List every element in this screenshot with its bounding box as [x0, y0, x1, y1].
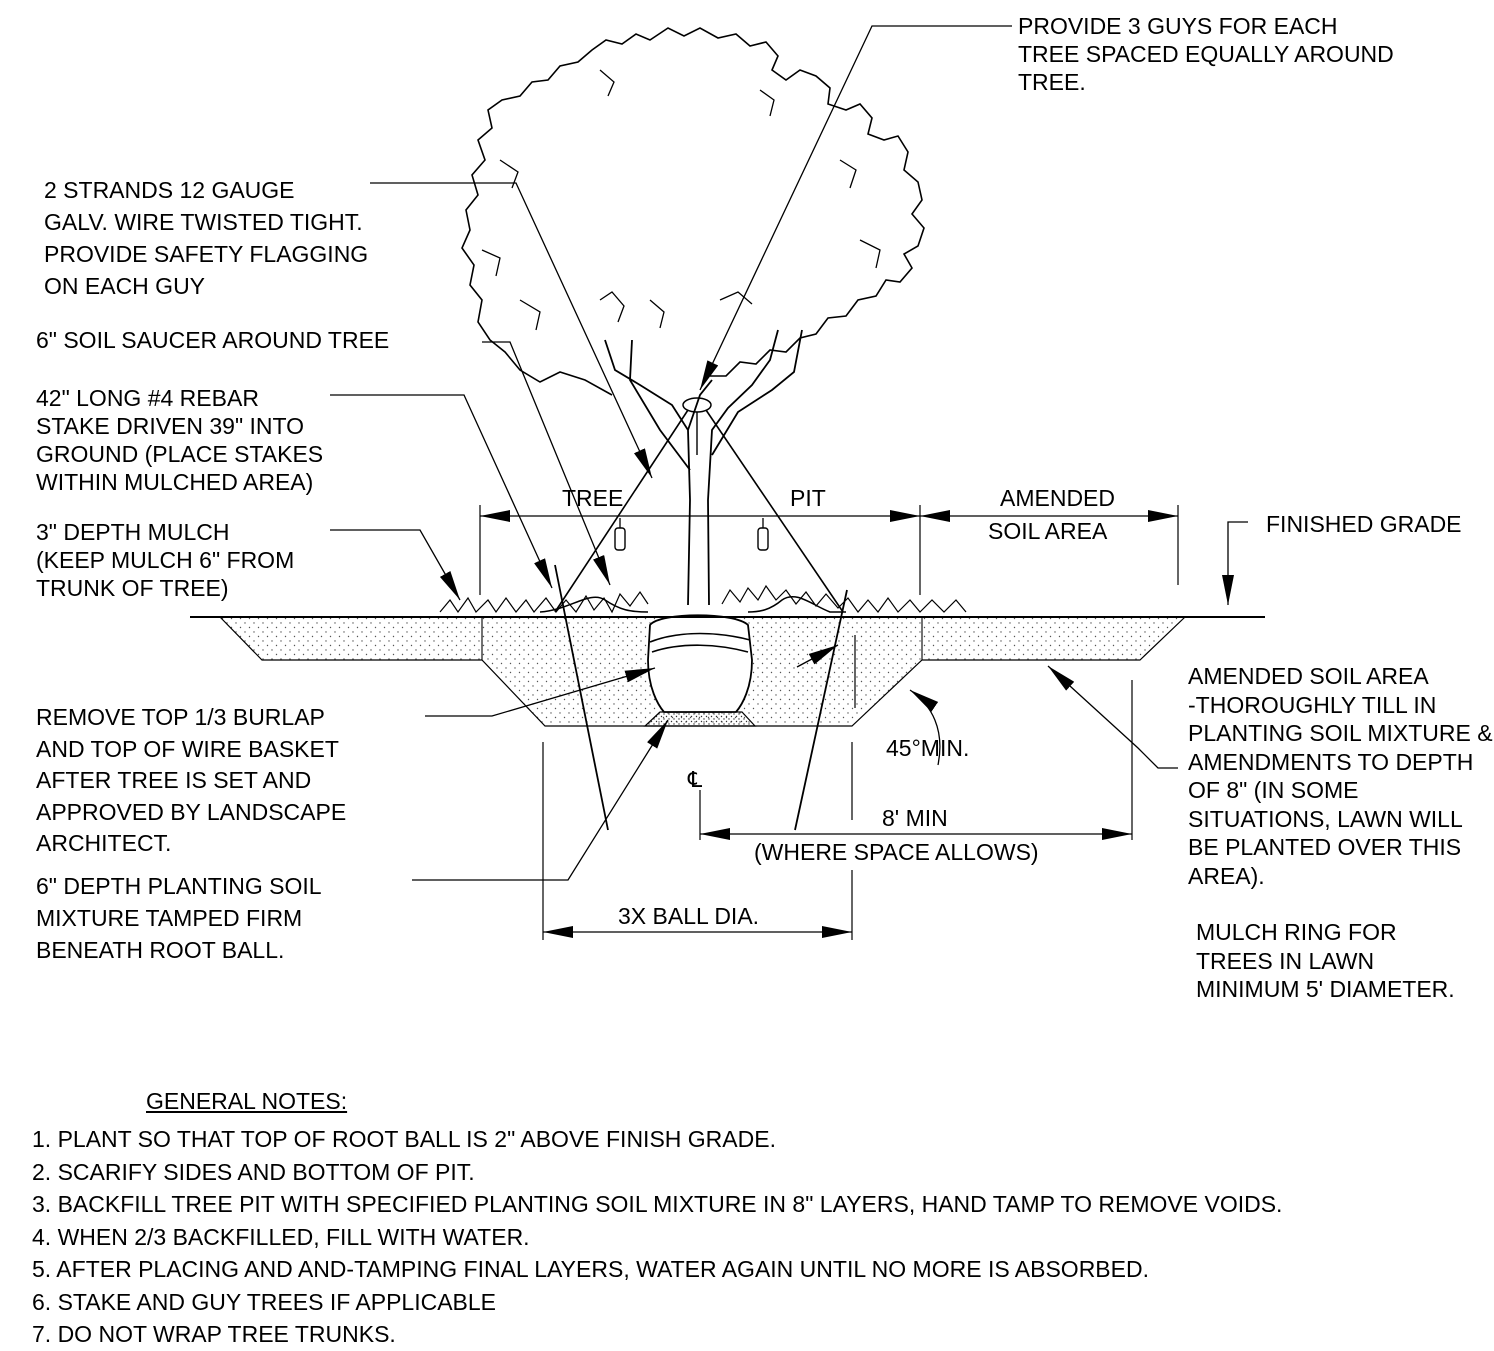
centerline-symbol: ℄ — [688, 768, 703, 793]
callout-burlap-line: REMOVE TOP 1/3 BURLAP — [36, 704, 325, 730]
general-note: 3. BACKFILL TREE PIT WITH SPECIFIED PLAN… — [32, 1191, 1283, 1217]
root-ball — [648, 615, 752, 712]
callout-guys-line: PROVIDE 3 GUYS FOR EACH — [1018, 13, 1338, 39]
leader-planting-soil — [412, 720, 668, 880]
leader-saucer — [482, 342, 610, 585]
callout-mulch-line: 3" DEPTH MULCH — [36, 519, 230, 545]
general-note: 6. STAKE AND GUY TREES IF APPLICABLE — [32, 1288, 497, 1315]
planting-detail-drawing — [0, 0, 1494, 1245]
callout-mulch-line: TRUNK OF TREE) — [36, 575, 229, 601]
callout-amended-area-line: PLANTING SOIL MIXTURE & — [1188, 720, 1493, 746]
leader-rebar — [330, 395, 552, 588]
callout-wire-line: PROVIDE SAFETY FLAGGING — [44, 241, 369, 267]
dim-label-8ft: 8' MIN — [882, 805, 948, 831]
dim-label-amended: AMENDED — [1000, 485, 1116, 511]
callout-rebar-line: 42" LONG #4 REBAR — [36, 385, 259, 411]
safety-flag-left — [615, 528, 625, 550]
callout-guys: PROVIDE 3 GUYS FOR EACH TREE SPACED EQUA… — [1018, 12, 1394, 96]
rebar-stake-left — [555, 565, 608, 830]
dim-label-space: (WHERE SPACE ALLOWS) — [754, 839, 1039, 865]
leader-guys — [700, 26, 1012, 390]
rebar-stake-right — [795, 590, 847, 830]
callout-amended-area-line: AMENDED SOIL AREA — [1188, 663, 1429, 689]
callout-rebar-line: STAKE DRIVEN 39" INTO — [36, 413, 305, 439]
general-notes-title: GENERAL NOTES: — [146, 1088, 348, 1114]
dim-label-angle: 45°MIN. — [886, 735, 970, 761]
leader-burlap — [425, 668, 655, 716]
callout-amended-area-line: AMENDMENTS TO DEPTH — [1188, 748, 1474, 775]
tree-canopy — [462, 28, 924, 395]
callout-burlap-line: AND TOP OF WIRE BASKET — [36, 735, 339, 762]
callout-mulch: 3" DEPTH MULCH (KEEP MULCH 6" FROM TRUNK… — [36, 518, 294, 602]
leader-mulch — [330, 530, 460, 600]
callout-planting-soil-line: 6" DEPTH PLANTING SOIL — [36, 873, 322, 899]
callout-guys-line: TREE. — [1018, 69, 1086, 95]
callout-wire-line: GALV. WIRE TWISTED TIGHT. — [44, 209, 363, 235]
callout-burlap-line: ARCHITECT. — [36, 830, 172, 856]
callout-mulch-ring-line: MINIMUM 5' DIAMETER. — [1196, 976, 1455, 1002]
callout-amended-area-line: OF 8" (IN SOME — [1188, 777, 1359, 803]
callout-wire: 2 STRANDS 12 GAUGE GALV. WIRE TWISTED TI… — [44, 174, 368, 302]
callout-planting-soil-line: MIXTURE TAMPED FIRM — [36, 905, 303, 931]
callout-planting-soil: 6" DEPTH PLANTING SOIL MIXTURE TAMPED FI… — [36, 870, 322, 966]
dim-label-soil-area: SOIL AREA — [988, 518, 1108, 544]
callout-mulch-ring: MULCH RING FOR TREES IN LAWN MINIMUM 5' … — [1196, 918, 1455, 1004]
callout-wire-line: ON EACH GUY — [44, 273, 206, 299]
planting-soil-layer — [645, 712, 755, 726]
callout-mulch-line: (KEEP MULCH 6" FROM — [36, 547, 295, 573]
general-note: 4. WHEN 2/3 BACKFILLED, FILL WITH WATER. — [32, 1223, 530, 1250]
leader-wire — [370, 183, 652, 478]
mulch-layer-right — [722, 586, 966, 612]
callout-finished-grade-line: FINISHED GRADE — [1266, 511, 1462, 537]
callout-burlap-line: APPROVED BY LANDSCAPE — [36, 798, 347, 825]
callout-amended-area-line: SITUATIONS, LAWN WILL — [1188, 805, 1463, 832]
callout-mulch-ring-line: TREES IN LAWN — [1196, 947, 1375, 974]
callout-burlap-line: AFTER TREE IS SET AND — [36, 767, 312, 793]
general-notes-list: 1. PLANT SO THAT TOP OF ROOT BALL IS 2" … — [32, 1123, 1282, 1351]
callout-mulch-ring-line: MULCH RING FOR — [1196, 919, 1397, 945]
dim-label-pit: PIT — [790, 485, 826, 511]
callout-rebar-line: GROUND (PLACE STAKES — [36, 441, 324, 467]
callout-amended-area-line: AREA). — [1188, 862, 1265, 889]
callout-saucer: 6" SOIL SAUCER AROUND TREE — [36, 326, 389, 354]
general-note: 7. DO NOT WRAP TREE TRUNKS. — [32, 1321, 396, 1347]
callout-finished-grade: FINISHED GRADE — [1266, 510, 1462, 538]
callout-amended-area: AMENDED SOIL AREA -THOROUGHLY TILL IN PL… — [1188, 662, 1494, 890]
general-note: 2. SCARIFY SIDES AND BOTTOM OF PIT. — [32, 1158, 475, 1185]
safety-flag-right — [758, 528, 768, 550]
leader-45-angle — [910, 690, 940, 765]
callout-burlap: REMOVE TOP 1/3 BURLAP AND TOP OF WIRE BA… — [36, 702, 346, 860]
tree-trunk — [605, 330, 802, 605]
general-note: 1. PLANT SO THAT TOP OF ROOT BALL IS 2" … — [32, 1126, 776, 1152]
mulch-layer-left — [440, 592, 648, 612]
finished-grade-leader — [1222, 522, 1248, 605]
dim-label-ball: 3X BALL DIA. — [618, 903, 760, 929]
burlap-fold — [650, 634, 750, 653]
dim-label-tree: TREE — [562, 485, 624, 511]
general-note: 5. AFTER PLACING AND AND-TAMPING FINAL L… — [32, 1256, 1149, 1282]
callout-rebar-line: WITHIN MULCHED AREA) — [36, 469, 314, 495]
callout-wire-line: 2 STRANDS 12 GAUGE — [44, 177, 295, 203]
callout-rebar: 42" LONG #4 REBAR STAKE DRIVEN 39" INTO … — [36, 384, 323, 496]
canopy-detail — [482, 70, 880, 330]
angle-arrow — [797, 645, 838, 667]
callout-planting-soil-line: BENEATH ROOT BALL. — [36, 937, 285, 963]
callout-saucer-line: 6" SOIL SAUCER AROUND TREE — [36, 327, 390, 353]
leader-amended-area — [1048, 666, 1178, 768]
callout-guys-line: TREE SPACED EQUALLY AROUND — [1018, 41, 1394, 67]
callout-amended-area-line: -THOROUGHLY TILL IN — [1188, 691, 1437, 718]
callout-amended-area-line: BE PLANTED OVER THIS — [1188, 834, 1462, 860]
